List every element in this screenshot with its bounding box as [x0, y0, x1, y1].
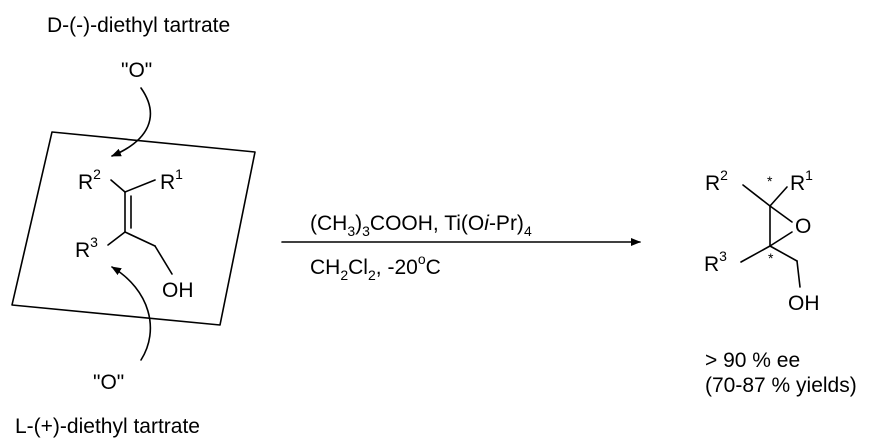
bond-c2-r3	[107, 231, 126, 246]
bond-cb-r3	[740, 245, 771, 263]
bond-ca-r1	[769, 186, 788, 207]
stereocenter-star-bottom: *	[768, 250, 774, 266]
product-oh: OH	[788, 292, 820, 315]
substrate-r2: R2	[78, 166, 101, 194]
substrate-oh: OH	[162, 279, 194, 302]
bond-cb-ch2	[769, 245, 798, 262]
top-oxygen-label: "O"	[121, 59, 152, 82]
top-attack-arrow	[111, 87, 152, 157]
bottom-oxygen-label: "O"	[93, 371, 124, 394]
substrate-r1: R1	[160, 166, 183, 194]
bond-ca-o	[769, 205, 793, 223]
bond-ch2-oh-product	[796, 260, 801, 288]
bottom-attack-arrow	[111, 266, 152, 361]
substrate-r3: R3	[75, 234, 98, 262]
bond-c1-r1	[124, 179, 156, 193]
stereocenter-star-top: *	[767, 173, 773, 189]
yield-range: (70-87 % yields)	[705, 374, 857, 397]
bond-ca-r2	[742, 184, 771, 207]
bond-c1-r2	[110, 179, 126, 193]
product-r2: R2	[705, 167, 728, 195]
conditions-reagents: (CH3)3COOH, Ti(Oi-Pr)4	[310, 212, 532, 239]
bond-cb-o	[769, 231, 793, 247]
bond-ch2-oh	[154, 245, 173, 275]
product-r1: R1	[790, 167, 813, 195]
substrate-allylic-alcohol: R2 R1 R3 OH	[75, 166, 194, 302]
face-plane	[11, 131, 256, 326]
product-epoxy-alcohol: R2 R1 R3 O OH * *	[704, 167, 820, 315]
bond-c2-ch2	[124, 231, 156, 247]
product-r3: R3	[704, 248, 727, 276]
top-reagent-label: D-(-)-diethyl tartrate	[47, 14, 230, 37]
product-epoxide-oxygen: O	[795, 215, 811, 238]
enantiomeric-excess: > 90 % ee	[705, 349, 800, 372]
conditions-solvent-temp: CH2Cl2, -20oC	[310, 251, 441, 283]
bottom-reagent-label: L-(+)-diethyl tartrate	[15, 415, 200, 438]
